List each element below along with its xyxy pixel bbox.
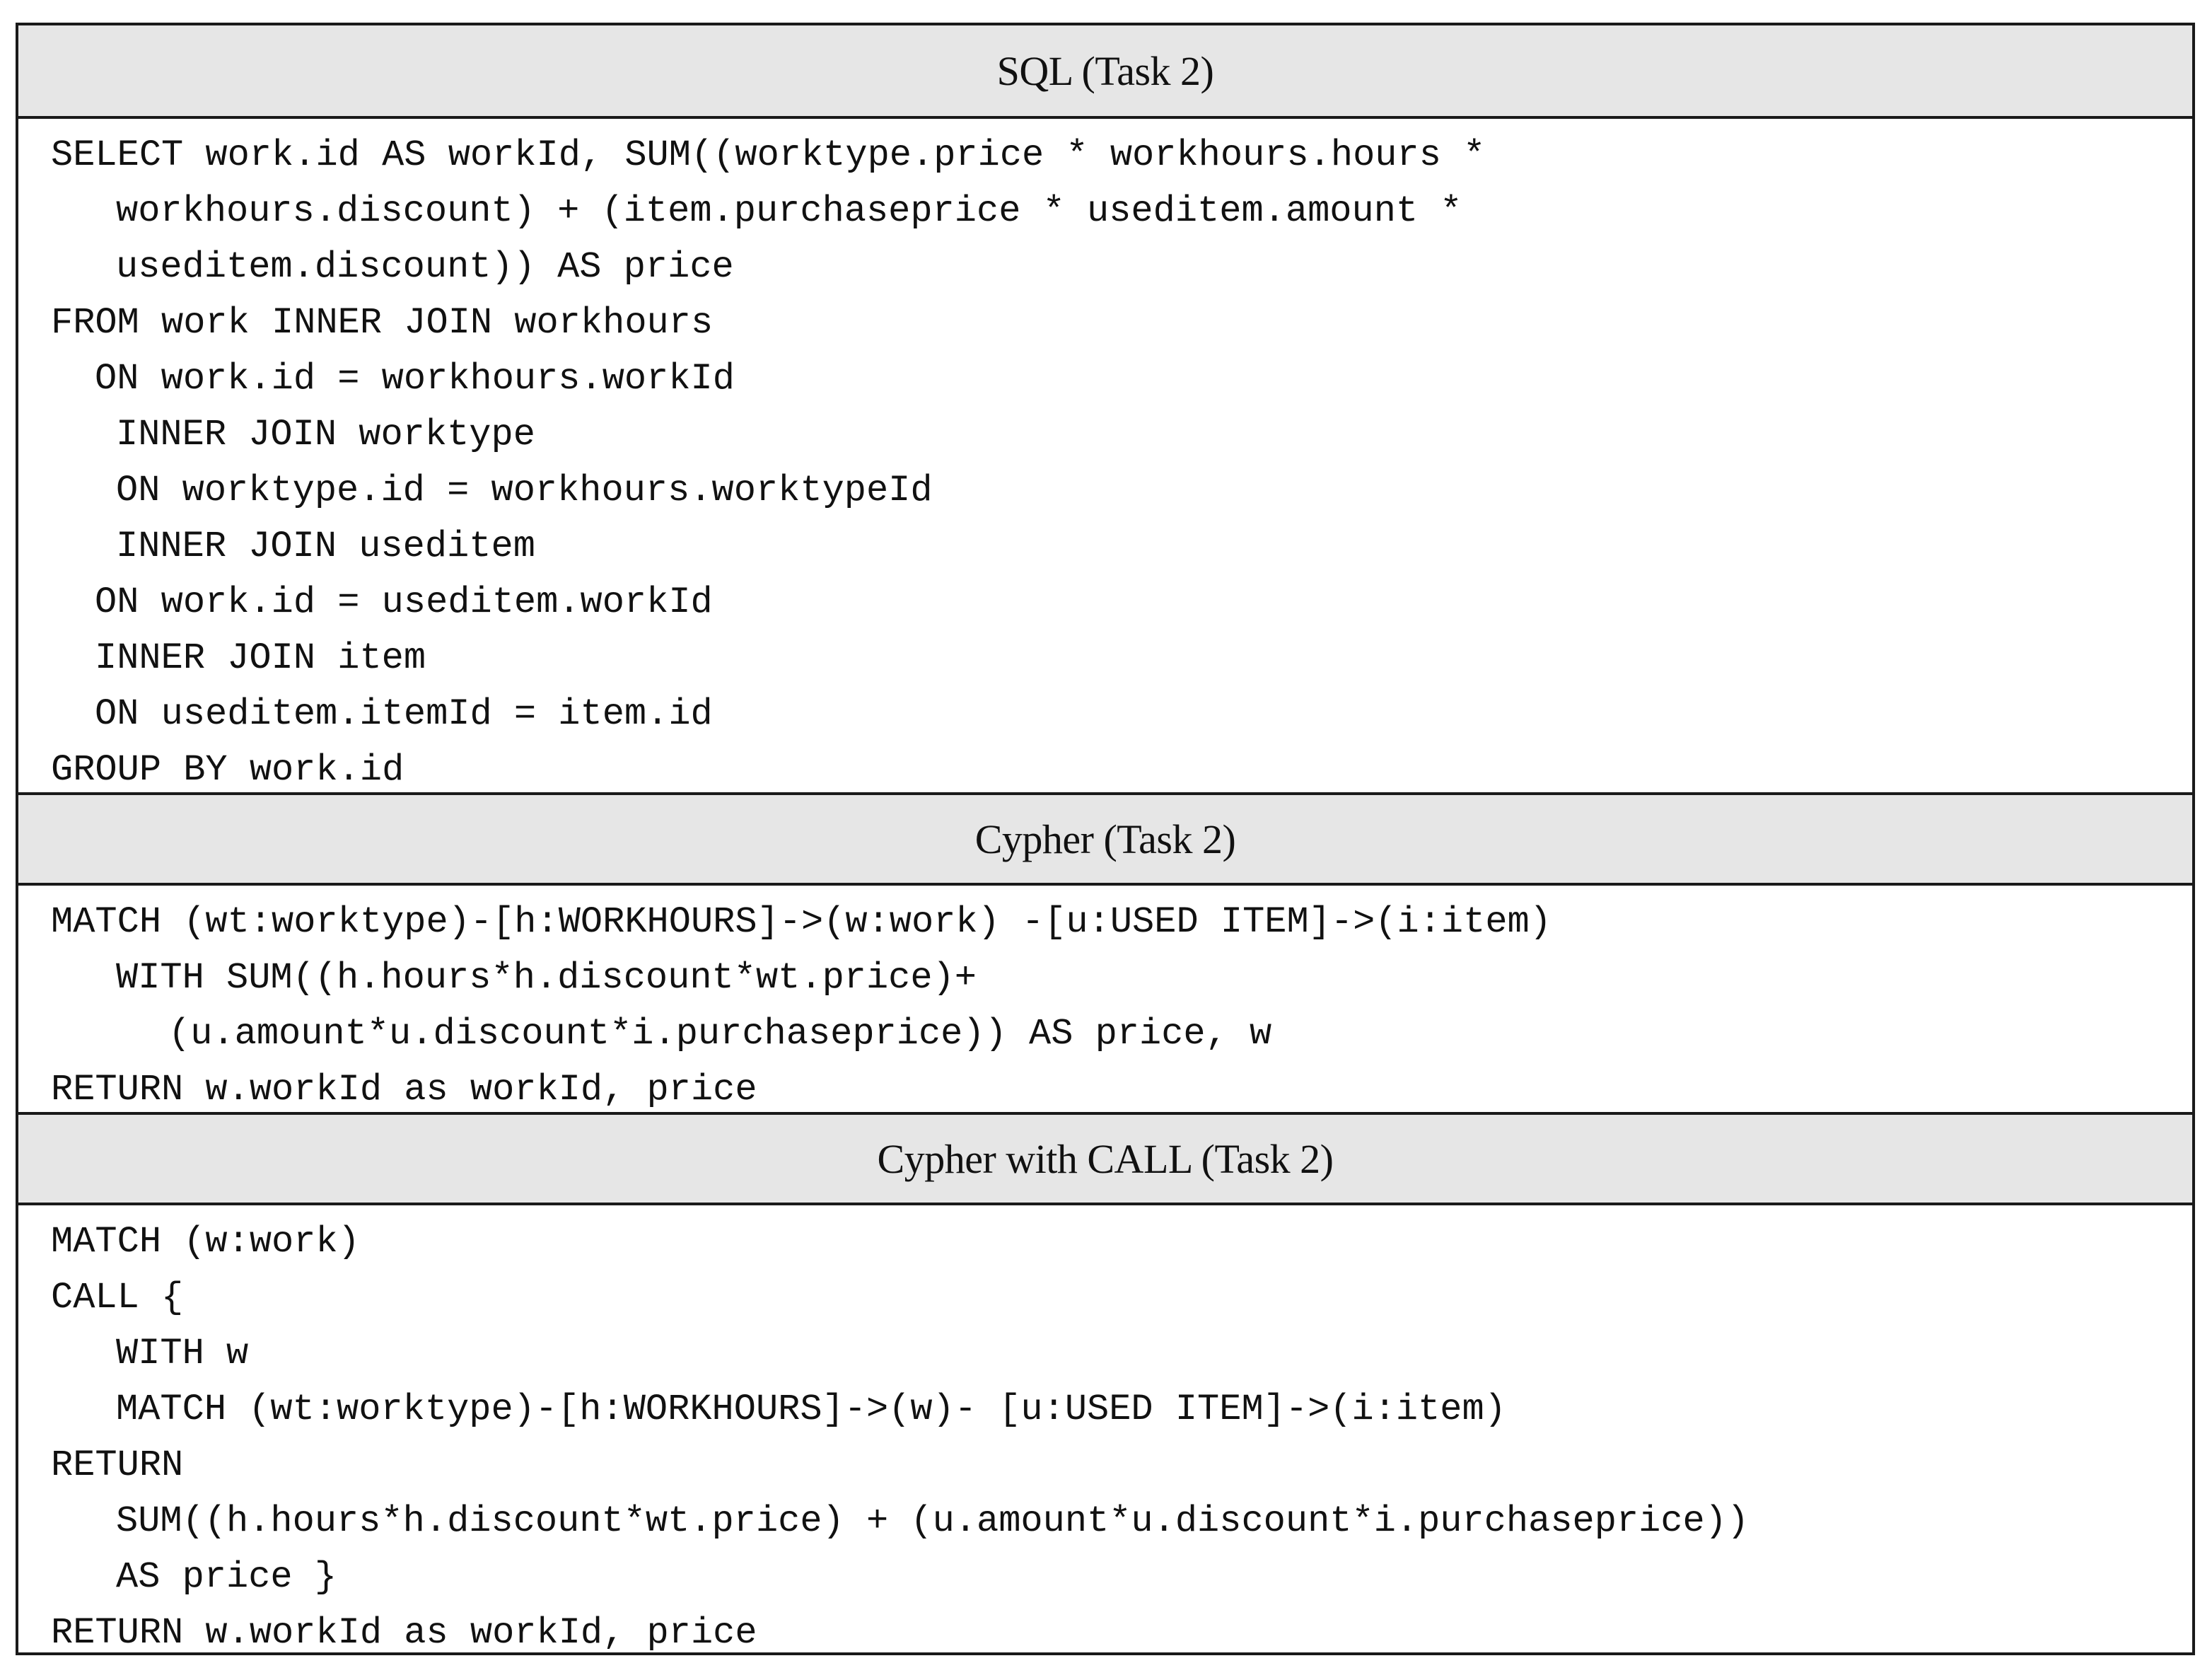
cypher-code-block: MATCH (wt:worktype)-[h:WORKHOURS]->(w:wo… (18, 886, 2192, 1112)
code-line: INNER JOIN item (95, 637, 426, 679)
code-line: GROUP BY work.id (51, 749, 404, 791)
code-line: workhours.discount) + (item.purchasepric… (116, 190, 1462, 232)
code-line: AS price } (116, 1556, 337, 1598)
code-line: ON useditem.itemId = item.id (95, 693, 713, 735)
code-line: CALL { (51, 1277, 184, 1319)
code-line: MATCH (w:work) (51, 1221, 360, 1263)
code-line: FROM work INNER JOIN workhours (51, 302, 714, 344)
code-line: MATCH (wt:worktype)-[h:WORKHOURS]->(w)- … (116, 1389, 1506, 1430)
code-line: WITH w (116, 1333, 249, 1374)
code-line: SUM((h.hours*h.discount*wt.price) + (u.a… (116, 1500, 1750, 1542)
sql-code-block: SELECT work.id AS workId, SUM((worktype.… (18, 119, 2192, 792)
cypher-call-section-header: Cypher with CALL (Task 2) (18, 1112, 2192, 1205)
code-line: useditem.discount)) AS price (116, 246, 734, 288)
code-line: RETURN w.workId as workId, price (51, 1069, 757, 1111)
code-line: RETURN (51, 1444, 184, 1486)
code-line: INNER JOIN useditem (116, 526, 535, 567)
code-line: RETURN w.workId as workId, price (51, 1612, 757, 1654)
cypher-call-code-block: MATCH (w:work) CALL { WITH w MATCH (wt:w… (18, 1205, 2192, 1654)
code-line: (u.amount*u.discount*i.purchaseprice)) A… (168, 1013, 1272, 1055)
code-line: INNER JOIN worktype (116, 414, 535, 456)
code-line: ON work.id = workhours.workId (95, 358, 735, 400)
query-comparison-table: SQL (Task 2) SELECT work.id AS workId, S… (16, 23, 2195, 1655)
sql-section-header: SQL (Task 2) (18, 25, 2192, 119)
code-line: SELECT work.id AS workId, SUM((worktype.… (51, 134, 1486, 176)
code-line: MATCH (wt:worktype)-[h:WORKHOURS]->(w:wo… (51, 901, 1552, 943)
code-line: ON work.id = useditem.workId (95, 581, 713, 623)
code-line: WITH SUM((h.hours*h.discount*wt.price)+ (116, 957, 977, 999)
code-line: ON worktype.id = workhours.worktypeId (116, 470, 933, 511)
cypher-section-header: Cypher (Task 2) (18, 792, 2192, 886)
